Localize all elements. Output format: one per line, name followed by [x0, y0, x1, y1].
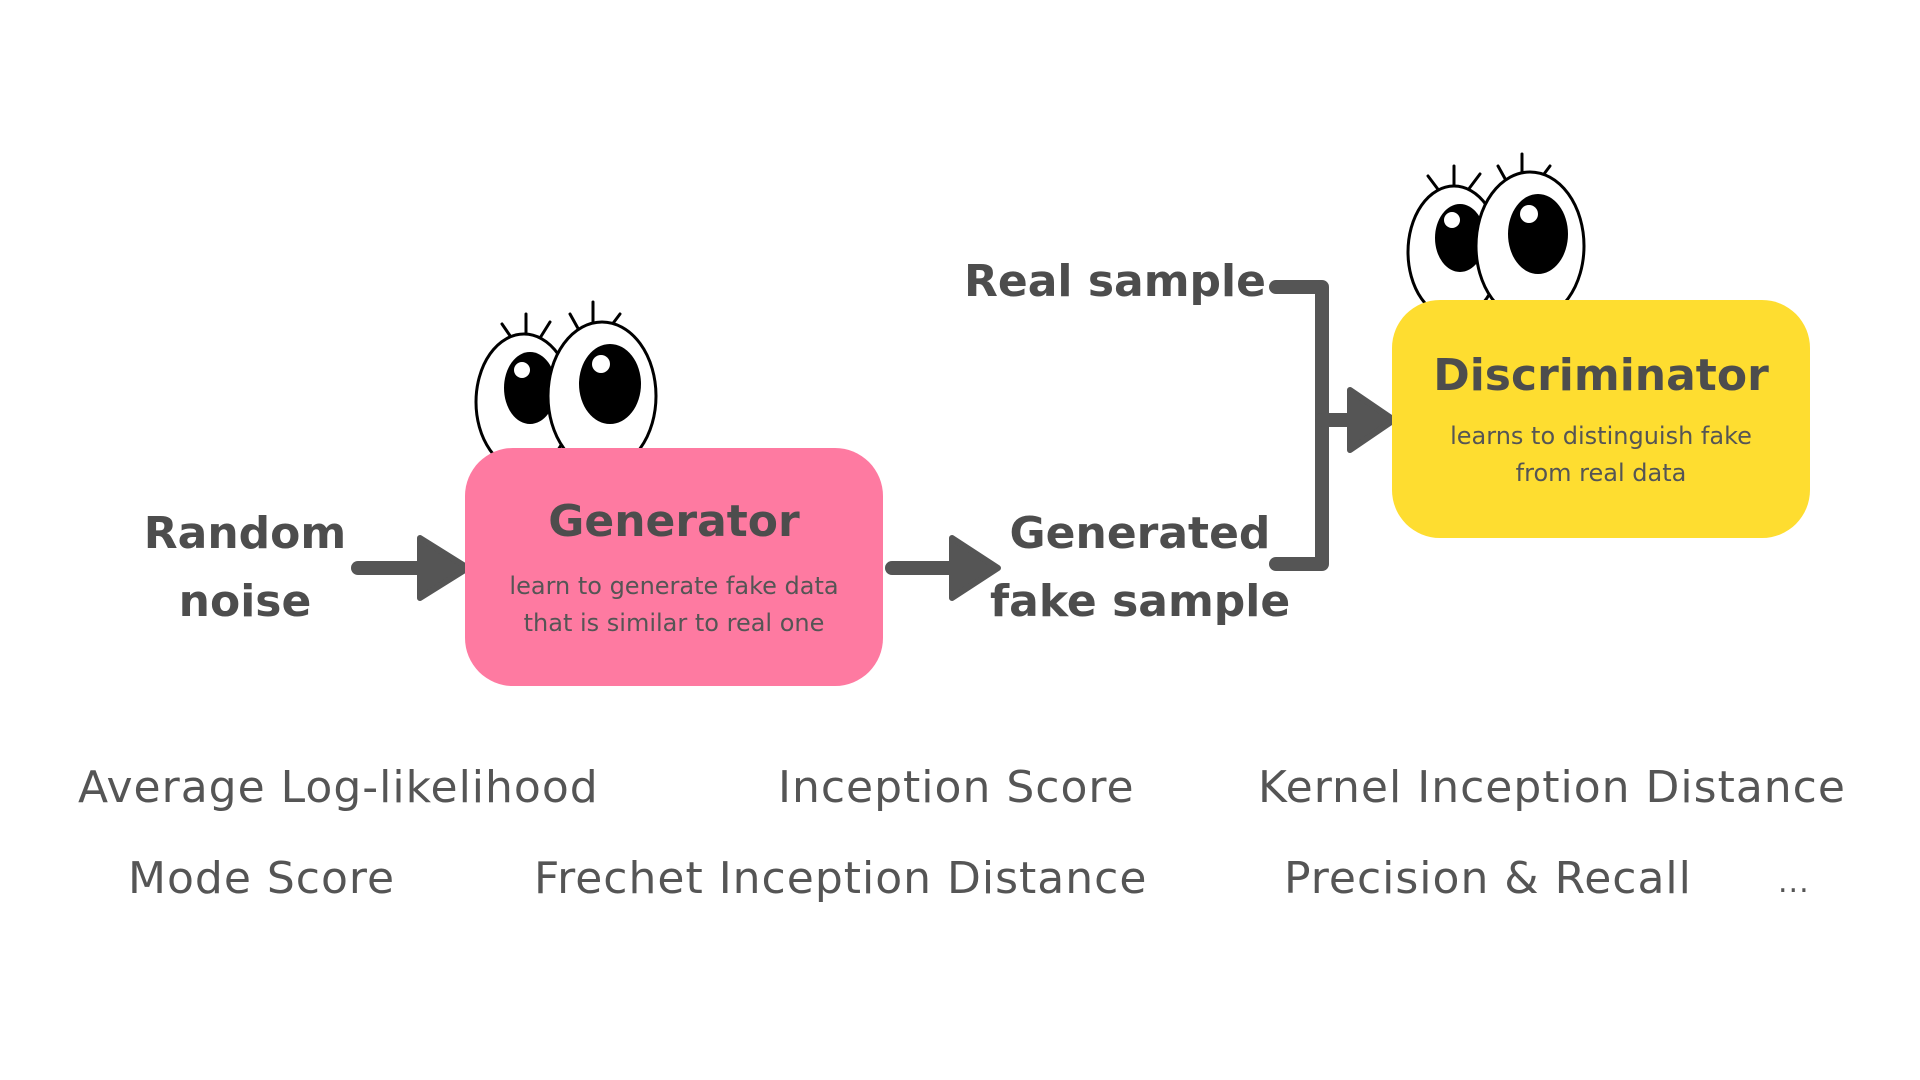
metric-precision-recall: Precision & Recall [1284, 853, 1692, 904]
generator-eyes-icon [474, 300, 658, 472]
random-noise-line1: Random [143, 508, 347, 559]
bracket-merge-to-discriminator [1269, 280, 1397, 571]
metric-frechet-inception-distance: Frechet Inception Distance [534, 853, 1148, 904]
generated-sample-line1: Generated [1009, 508, 1271, 559]
discriminator-description: learns to distinguish fake from real dat… [1392, 418, 1810, 492]
generator-description: learn to generate fake data that is simi… [465, 568, 883, 642]
arrow-noise-to-generator [351, 535, 471, 601]
generator-title: Generator [548, 496, 800, 547]
discriminator-desc-line1: learns to distinguish fake [1450, 422, 1752, 450]
metric-mode-score: Mode Score [128, 853, 396, 904]
discriminator-eyes-icon [1406, 152, 1586, 322]
random-noise-line2: noise [178, 576, 312, 627]
arrow-generator-to-sample [885, 535, 1001, 601]
metric-kernel-inception-distance: Kernel Inception Distance [1258, 762, 1846, 813]
generator-box: Generator learn to generate fake data th… [465, 448, 883, 686]
random-noise-label: Random noise [130, 500, 360, 636]
generator-desc-line2: that is similar to real one [523, 609, 825, 637]
generated-sample-line2: fake sample [990, 576, 1291, 627]
metric-average-log-likelihood: Average Log-likelihood [78, 762, 599, 813]
real-sample-label: Real sample [964, 256, 1266, 307]
generated-sample-label: Generated fake sample [990, 500, 1290, 636]
generator-desc-line1: learn to generate fake data [509, 572, 839, 600]
metric-inception-score: Inception Score [778, 762, 1135, 813]
discriminator-title: Discriminator [1433, 350, 1769, 401]
metric-ellipsis: ... [1778, 865, 1810, 900]
discriminator-box: Discriminator learns to distinguish fake… [1392, 300, 1810, 538]
discriminator-desc-line2: from real data [1515, 459, 1687, 487]
